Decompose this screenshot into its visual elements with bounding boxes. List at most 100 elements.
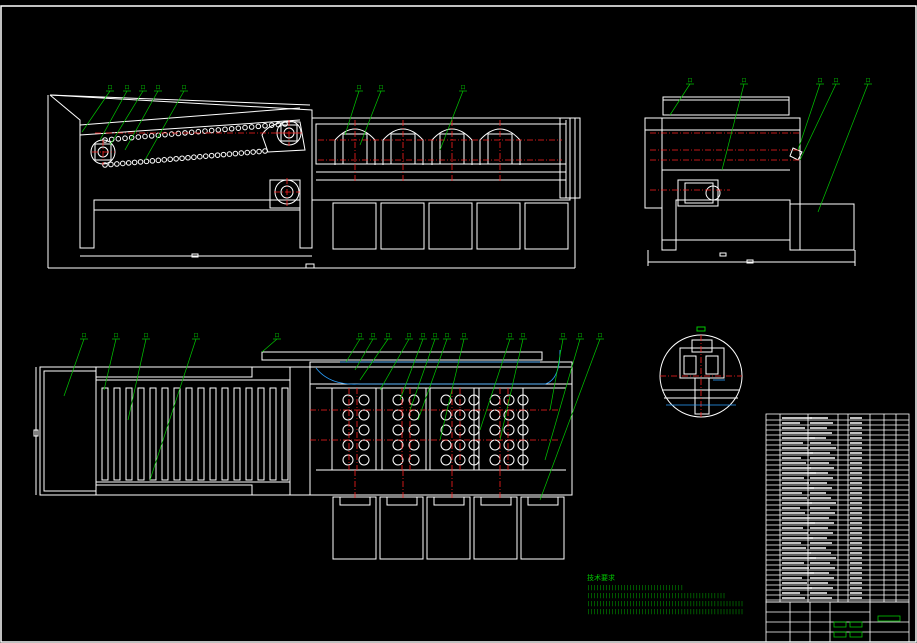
brush-bay [381,387,427,471]
chain-link [282,121,288,127]
brush-roll [342,409,354,421]
chain-link [179,155,185,162]
chain-link [125,160,132,166]
roller-slat [281,387,289,481]
bin-lip [480,496,512,506]
drum-core [439,133,465,165]
brush-bays [331,387,529,471]
brush-roll [489,454,501,466]
part-balloon: 口 [433,333,438,339]
brush-roll [489,439,501,451]
leader-line [797,83,821,151]
brush-roll [503,394,515,406]
chain-link [137,159,144,165]
part-balloon: 口 [125,85,130,91]
brush-roll [358,439,370,451]
hidden-lines [315,349,736,406]
brush-roll [440,439,452,451]
chain-link [220,151,227,158]
brush-roll [489,424,501,436]
chain-link [188,129,195,136]
roller-slat [113,387,121,481]
leader-line [103,338,117,391]
leader-line [127,338,147,421]
leader-line [439,338,465,441]
leader-line [109,90,144,146]
brush-roll [408,394,420,406]
chain-link [143,158,150,165]
bin-lip [386,496,418,506]
chain-link [173,155,179,162]
roller-slat [185,387,193,481]
leader-line [409,338,436,411]
chain-link [122,135,128,142]
plan-bin [426,496,471,560]
part-balloon: 口 [144,333,149,339]
leader-line [399,338,424,401]
brush-roll [392,394,404,406]
bin-lip [339,496,371,506]
brush-bay [478,387,524,471]
part-balloon: 口 [561,333,566,339]
brush-roll [503,424,515,436]
chain-link [250,149,256,155]
chain-link [235,125,242,131]
leader-line [81,90,111,133]
chain-link [142,133,148,140]
leader-line [799,83,837,161]
notes-title: 技术要求 [587,573,615,582]
leader-line [124,90,159,151]
brush-roll [408,439,420,451]
roller-slat [137,387,145,481]
chain-link [197,153,203,160]
leader-line [549,338,564,411]
chain-link [256,148,262,155]
bin [524,202,569,250]
chain-link [248,124,255,130]
part-balloon: 口 [82,333,87,339]
part-balloon: 口 [141,85,146,91]
part-balloon: 口 [371,333,376,339]
chain-link [195,128,202,135]
leader-line [544,338,581,461]
leader-line [379,338,410,391]
leader-line [439,90,464,151]
part-balloon: 口 [275,333,280,339]
bin-lip [527,496,559,506]
bin [380,202,425,250]
chain-link [148,133,155,139]
center-lines [92,120,800,441]
collection-bins [332,202,569,250]
conveyor-chain [102,121,288,168]
brush-roll [342,454,354,466]
bin-lip [433,496,465,506]
notes-line-2: ||||||||||||||||||||||||||||||||||||||||… [587,593,725,599]
leader-line [669,83,691,116]
chain-link [115,136,122,142]
chain-link [185,154,191,161]
brush-roll [440,394,452,406]
part-balloon: 口 [688,78,693,84]
brush-roll [408,409,420,421]
plan-bin [379,496,424,560]
roller-slat [233,387,241,481]
part-balloon: 口 [461,85,466,91]
brush-roll [358,424,370,436]
roller-slat [269,387,277,481]
part-balloon: 口 [156,85,161,91]
title-block [765,601,910,643]
plan-collection-bins [332,496,565,560]
chain-link [232,150,239,157]
leader-line [261,338,278,353]
plan-bin [473,496,518,560]
leader-line [144,90,185,161]
part-balloon: 口 [421,333,426,339]
bin [476,202,521,250]
chain-link [149,158,156,164]
roller-slat [101,387,109,481]
brush-roll [489,409,501,421]
leader-line [63,338,85,397]
leader-line [417,338,448,421]
leader-line [479,338,511,431]
